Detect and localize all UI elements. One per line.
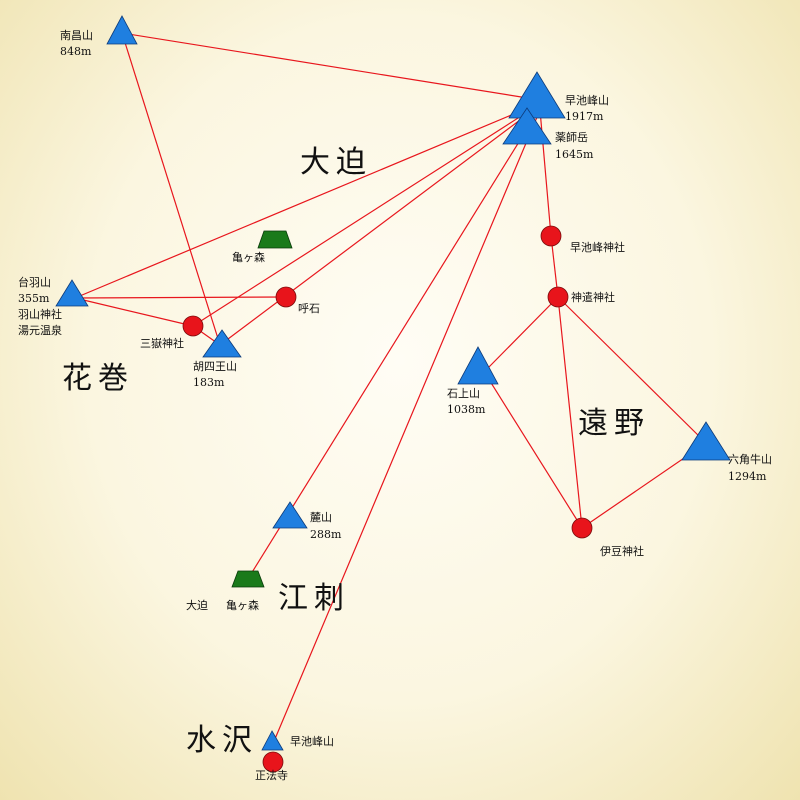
shrine-label-shinzou-jinja: 神遣神社 bbox=[571, 290, 615, 304]
route-kamegamori-hayachine bbox=[245, 107, 541, 583]
mound-label-osako: 大迫 bbox=[186, 598, 208, 612]
region-label-tono: 遠野 bbox=[578, 406, 650, 441]
shrine-marker-izu-jinja[interactable] bbox=[571, 517, 593, 539]
route-taiuzan-sangaku bbox=[74, 297, 194, 327]
shrine-label-yobiishi: 呼石 bbox=[298, 302, 320, 315]
peak-elev-fumoto: 288m bbox=[310, 528, 342, 541]
peak-name-taiuzan: 台羽山 bbox=[18, 275, 51, 289]
peak-marker-ishigami[interactable] bbox=[457, 346, 499, 385]
region-labels: 大迫 花巻 遠野 江刺 水沢 bbox=[62, 145, 650, 758]
route-lines bbox=[74, 32, 707, 747]
peak-marker-fumoto[interactable] bbox=[272, 501, 308, 529]
peak-marker-hayachine-small[interactable] bbox=[261, 730, 284, 751]
peak-name-nanshozan: 南昌山 bbox=[60, 29, 93, 42]
peak-marker-nanshozan[interactable] bbox=[106, 15, 138, 45]
route-shinzou-izu bbox=[557, 296, 583, 529]
shrine-marker-sangaku-jinja[interactable] bbox=[182, 315, 204, 337]
shrine-label-shohoji: 正法寺 bbox=[255, 768, 288, 782]
peak-marker-koshioji[interactable] bbox=[202, 329, 242, 358]
mound-marker-kamegamori-lower[interactable] bbox=[231, 570, 265, 588]
route-nanshozan-koshioji bbox=[121, 32, 221, 346]
region-label-hanamaki: 花巻 bbox=[62, 361, 134, 396]
peak-name-rokkoushi: 六角牛山 bbox=[728, 452, 772, 466]
peak-elev-ishigami: 1038m bbox=[447, 403, 486, 416]
shrine-markers bbox=[182, 225, 593, 773]
peak-name-hayachine-small: 早池峰山 bbox=[290, 735, 334, 748]
route-ishigami-izu bbox=[477, 361, 583, 529]
shrine-marker-shinzou-jinja[interactable] bbox=[547, 286, 569, 308]
peak-labels: 南昌山 848m 早池峰山 1917m 薬師岳 1645m 台羽山 355m 羽… bbox=[18, 29, 772, 748]
route-shinzou-ishigami bbox=[487, 296, 559, 369]
shrine-label-izu-jinja: 伊豆神社 bbox=[600, 544, 644, 558]
peak-elev-hayachine: 1917m bbox=[565, 110, 604, 123]
peak-elev-koshioji: 183m bbox=[193, 376, 225, 389]
shrine-labels: 早池峰神社 神遣神社 呼石 三嶽神社 伊豆神社 正法寺 bbox=[140, 240, 644, 782]
peak-name-yakushi: 薬師岳 bbox=[555, 131, 588, 144]
peak-elev-yakushi: 1645m bbox=[555, 148, 594, 161]
shrine-marker-yobiishi[interactable] bbox=[275, 286, 297, 308]
route-shinzou-rokkoushi bbox=[557, 296, 707, 444]
mound-marker-kamegamori-upper[interactable] bbox=[257, 230, 293, 249]
region-label-osako: 大迫 bbox=[300, 145, 372, 180]
mound-label-kamegamori-upper: 亀ヶ森 bbox=[232, 250, 265, 264]
route-taiuzan-hayachine bbox=[74, 102, 541, 299]
route-sangaku-hayachine bbox=[192, 103, 541, 327]
shrine-marker-hayachine-jinja[interactable] bbox=[540, 225, 562, 247]
peak-elev-rokkoushi: 1294m bbox=[728, 470, 767, 483]
peak-markers bbox=[55, 15, 731, 751]
peak-elev-nanshozan: 848m bbox=[60, 45, 92, 58]
peak-note-taiuzan-2: 湯元温泉 bbox=[18, 323, 62, 337]
shrine-label-hayachine-jinja: 早池峰神社 bbox=[570, 240, 625, 254]
route-taiuzan-yobiishi bbox=[74, 296, 287, 299]
peak-name-hayachine: 早池峰山 bbox=[565, 94, 609, 107]
mound-markers bbox=[231, 230, 293, 588]
shrine-marker-shohoji[interactable] bbox=[262, 751, 284, 773]
peak-marker-rokkoushi[interactable] bbox=[681, 421, 731, 461]
peak-marker-hayachine[interactable] bbox=[508, 71, 566, 119]
peak-name-koshioji: 胡四王山 bbox=[193, 359, 237, 373]
mound-labels: 亀ヶ森 大迫 亀ヶ森 bbox=[186, 250, 265, 612]
peak-name-fumoto: 麓山 bbox=[310, 511, 332, 524]
peak-name-ishigami: 石上山 bbox=[447, 387, 480, 400]
route-hayachine-small-hayachine bbox=[271, 109, 541, 747]
mound-label-kamegamori-lower: 亀ヶ森 bbox=[226, 598, 259, 612]
route-hayachine-shrine bbox=[539, 109, 552, 237]
route-koshioji-hayachine bbox=[219, 104, 541, 346]
peak-elev-taiuzan: 355m bbox=[18, 292, 50, 305]
peak-marker-yakushi[interactable] bbox=[502, 107, 552, 145]
route-nanshozan-hayachine bbox=[121, 32, 541, 101]
shrine-label-sangaku-jinja: 三嶽神社 bbox=[140, 336, 184, 350]
region-label-esashi: 江刺 bbox=[278, 581, 350, 616]
region-label-mizusawa: 水沢 bbox=[186, 723, 258, 758]
peak-marker-taiuzan[interactable] bbox=[55, 279, 89, 307]
peak-note-taiuzan-1: 羽山神社 bbox=[18, 307, 62, 321]
